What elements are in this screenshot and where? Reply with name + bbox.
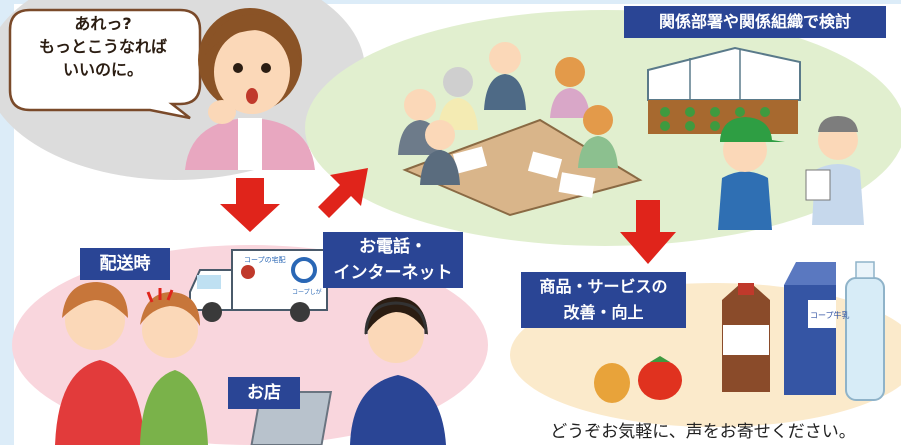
products-illustration [594, 261, 885, 403]
staff-figure [805, 116, 864, 225]
milk-carton-text: コープ牛乳 [810, 310, 850, 320]
speech-bubble-line-3: いいのに。 [62, 60, 143, 79]
improvement-line-1: 商品・サービスの [539, 277, 668, 296]
farm-illustration [647, 46, 801, 134]
phone-internet-line-2: インターネット [333, 263, 453, 283]
improvement-label: 商品・サービスの 改善・向上 [521, 272, 686, 328]
thinking-woman-figure [185, 8, 315, 170]
footer-message: どうぞお気軽に、声をお寄せください。 [550, 422, 856, 442]
phone-internet-label: お電話・ インターネット [323, 232, 463, 288]
meeting-illustration [398, 42, 643, 217]
top-panel [0, 0, 901, 4]
delivery-label: 配送時 [80, 248, 170, 280]
improvement-line-2: 改善・向上 [563, 303, 644, 322]
truck-brand-text: コープの宅配 [244, 255, 286, 264]
speech-bubble [8, 8, 202, 120]
phone-internet-line-1: お電話・ [359, 237, 427, 257]
farmer-figure [718, 117, 785, 230]
operator-figure [250, 297, 446, 445]
store-label: お店 [228, 377, 300, 409]
arrow-down-left [220, 178, 280, 232]
speech-bubble-line-1: あれっ? [74, 14, 132, 33]
truck-sub-text: コープしが [292, 288, 322, 296]
review-label: 関係部署や関係組織で検討 [624, 6, 886, 38]
speech-bubble-line-2: もっとこうなれば [38, 37, 167, 56]
arrow-down-right [620, 200, 676, 264]
arrow-up-right [318, 168, 368, 218]
speech-bubble-text: あれっ? もっとこうなれば いいのに。 [18, 12, 188, 81]
delivery-truck [189, 249, 328, 322]
delivery-women-figures [55, 282, 208, 445]
